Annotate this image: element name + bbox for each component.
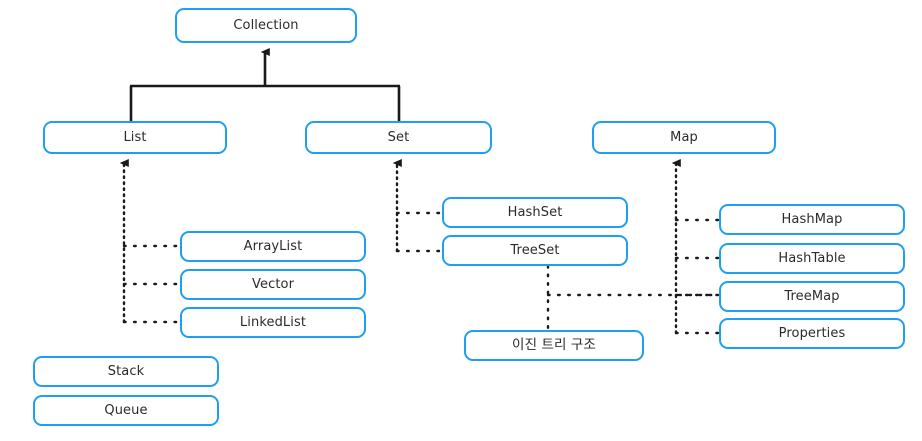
node-queue[interactable]: Queue xyxy=(33,395,219,426)
node-properties[interactable]: Properties xyxy=(719,318,905,349)
node-set[interactable]: Set xyxy=(305,121,492,154)
node-arraylist[interactable]: ArrayList xyxy=(180,231,366,262)
node-list[interactable]: List xyxy=(43,121,227,154)
node-treemap[interactable]: TreeMap xyxy=(719,281,905,312)
node-hashtable[interactable]: HashTable xyxy=(719,243,905,274)
node-hashset[interactable]: HashSet xyxy=(442,197,628,228)
node-stack[interactable]: Stack xyxy=(33,356,219,387)
edge-collection-trunk xyxy=(130,48,400,88)
node-vector[interactable]: Vector xyxy=(180,269,366,300)
node-hashmap[interactable]: HashMap xyxy=(719,204,905,235)
node-bintree-note[interactable]: 이진 트리 구조 xyxy=(464,330,644,361)
node-map[interactable]: Map xyxy=(592,121,776,154)
edge-map-implementors xyxy=(671,159,721,335)
edge-set-implementors xyxy=(392,159,444,253)
node-treeset[interactable]: TreeSet xyxy=(442,235,628,266)
node-collection[interactable]: Collection xyxy=(175,8,357,43)
edge-list-implementors xyxy=(119,159,182,324)
node-linkedlist[interactable]: LinkedList xyxy=(180,307,366,338)
